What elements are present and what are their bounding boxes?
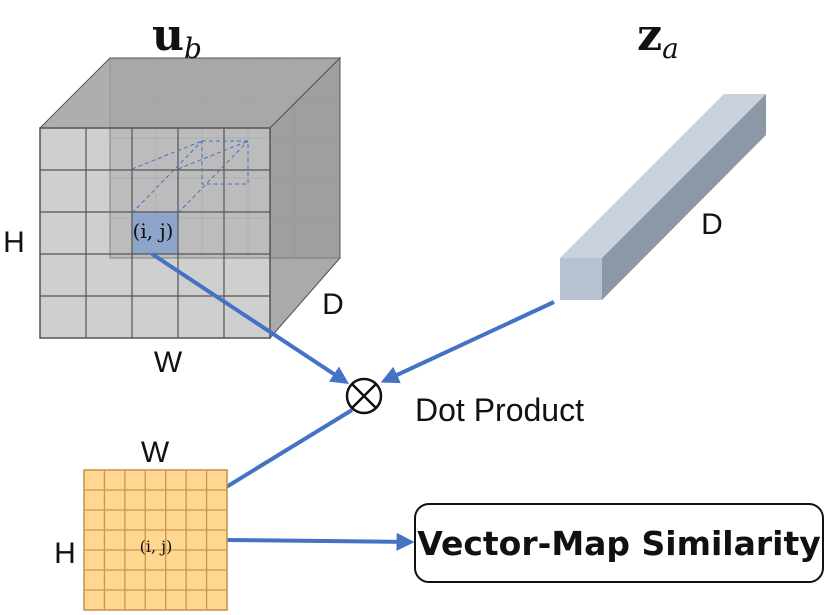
map-height-label: H bbox=[54, 537, 76, 570]
vector-front-face bbox=[560, 258, 602, 300]
arrow-vector-to-operator bbox=[380, 300, 555, 384]
similarity-map bbox=[83, 469, 228, 611]
cube-width-label: W bbox=[154, 346, 183, 379]
map-grid bbox=[84, 470, 227, 610]
feature-vector bbox=[560, 94, 766, 300]
dot-product-operator bbox=[345, 377, 383, 415]
cube-title: ub bbox=[152, 10, 202, 65]
output-box bbox=[414, 503, 824, 583]
cube-highlight-cell bbox=[132, 212, 178, 254]
cube-front-grid bbox=[40, 128, 270, 338]
map-width-label: W bbox=[141, 436, 170, 469]
vector-title: za bbox=[637, 10, 679, 65]
vector-side-face bbox=[602, 94, 766, 300]
cube-height-label: H bbox=[3, 226, 25, 259]
cube-cell-label: (i, j) bbox=[133, 219, 174, 243]
dot-product-label: Dot Product bbox=[415, 392, 584, 428]
arrow-map-to-output bbox=[226, 532, 415, 551]
map-background bbox=[83, 469, 228, 611]
arrow-cube-to-operator bbox=[150, 252, 350, 384]
cube-depth-label: D bbox=[322, 288, 344, 321]
output-label: Vector-Map Similarity bbox=[417, 524, 821, 563]
map-cell-label: (i, j) bbox=[140, 537, 173, 556]
feature-cube: (i, j) bbox=[38, 56, 342, 340]
vector-top-face bbox=[560, 94, 766, 258]
vector-depth-label: D bbox=[701, 208, 723, 241]
highlight-prism-dashed bbox=[131, 140, 249, 214]
